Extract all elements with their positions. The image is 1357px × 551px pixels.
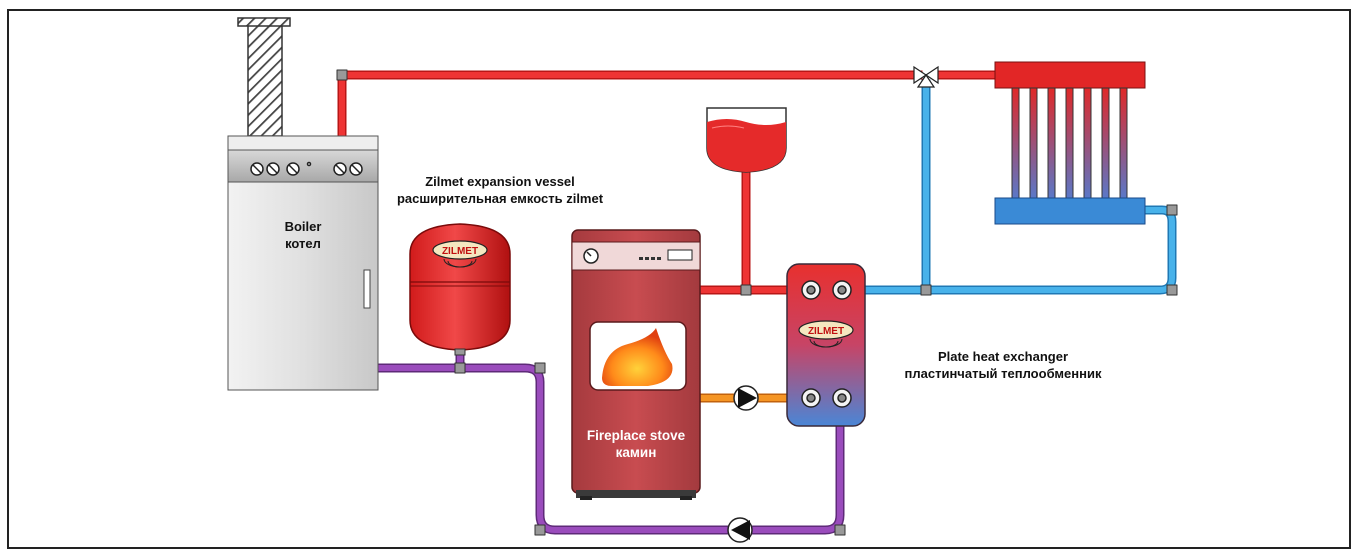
exchanger-label-ru: пластинчатый теплообменник	[904, 366, 1102, 381]
stove-label-en: Fireplace stove	[586, 428, 686, 443]
vessel-label-en: Zilmet expansion vessel	[425, 174, 575, 189]
expansion-vessel: ZILMET	[409, 223, 511, 356]
pipe-couplings	[336, 69, 1178, 536]
open-tank-icon	[706, 107, 787, 173]
boiler-control-knobs	[250, 161, 363, 176]
boiler	[227, 135, 379, 391]
stove-base	[576, 490, 696, 498]
hot-supply-pipe	[337, 70, 923, 143]
stove-display	[667, 249, 693, 261]
flame-icon	[602, 328, 673, 386]
plate-heat-exchanger: ZILMET	[786, 263, 866, 427]
three-way-valve-icon	[913, 65, 939, 88]
stove-label-ru: камин	[615, 445, 657, 460]
chimney-icon	[237, 17, 291, 137]
radiator-icon	[994, 61, 1146, 225]
diagram-frame	[7, 9, 1351, 549]
exchanger-label-en: Plate heat exchanger	[937, 349, 1069, 364]
fireplace-stove	[571, 229, 701, 500]
vessel-label: Zilmet expansion vessel расширительная е…	[395, 173, 605, 207]
boiler-label-en: Boiler	[284, 219, 322, 234]
boiler-label-ru: котел	[285, 236, 321, 251]
svg-text:ZILMET: ZILMET	[442, 246, 478, 257]
pump-icon	[733, 385, 759, 411]
stove-label: Fireplace stove камин	[576, 427, 696, 461]
stove-indicator-lights	[639, 257, 661, 260]
boiler-label: Boiler котел	[263, 218, 343, 252]
boiler-door-handle	[363, 269, 371, 309]
pump-icon	[727, 517, 753, 543]
svg-text:ZILMET: ZILMET	[808, 326, 844, 337]
radiator-tubes	[1011, 87, 1128, 199]
vessel-label-ru: расширительная емкость zilmet	[396, 191, 604, 206]
zilmet-logo: ZILMET	[798, 320, 854, 348]
exchanger-label: Plate heat exchanger пластинчатый теплоо…	[898, 348, 1108, 382]
exchanger-ports	[801, 280, 852, 408]
zilmet-logo: ZILMET	[432, 240, 488, 268]
